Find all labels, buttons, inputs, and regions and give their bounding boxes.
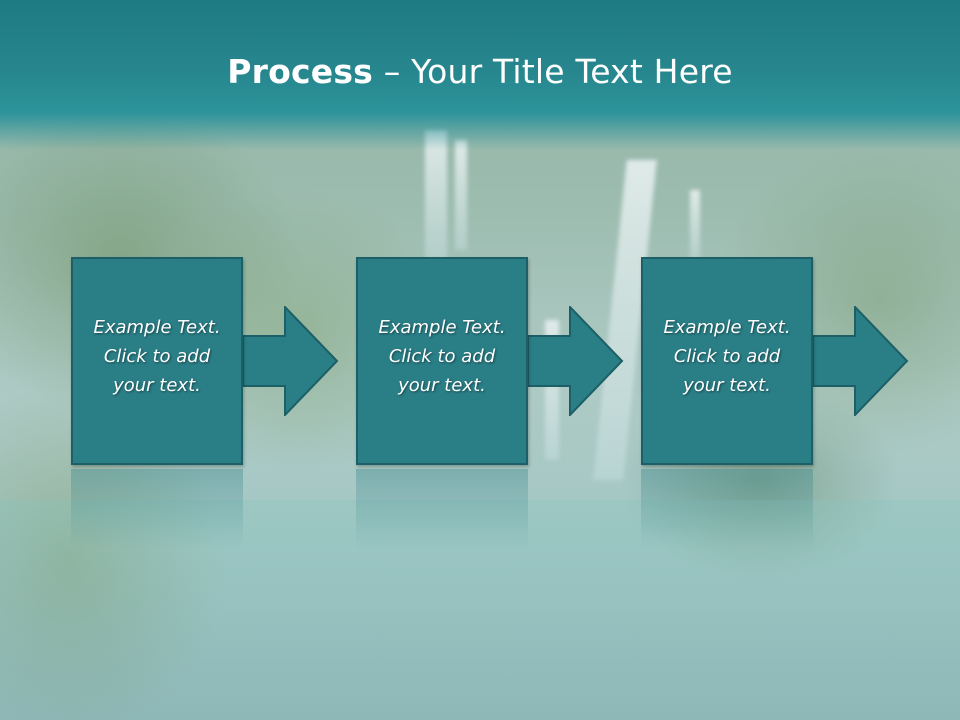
step-text-line: Example Text. <box>663 317 791 338</box>
title-rest-part: – Your Title Text Here <box>373 52 733 91</box>
arrow-right-icon <box>813 306 909 416</box>
title-bold-part: Process <box>227 52 374 91</box>
box-reflection <box>356 469 528 549</box>
step-text-line: Click to add <box>388 346 496 367</box>
step-text[interactable]: Example Text. Click to add your text. <box>73 313 241 400</box>
arrow-right-icon <box>528 306 624 416</box>
step-text-line: your text. <box>398 375 486 396</box>
step-text[interactable]: Example Text. Click to add your text. <box>358 313 526 400</box>
process-step-2[interactable]: Example Text. Click to add your text. <box>356 257 528 465</box>
step-text-line: your text. <box>683 375 771 396</box>
waterfall-stream <box>690 190 700 260</box>
box-reflection <box>71 469 243 549</box>
box-reflection <box>641 469 813 549</box>
step-text-line: Click to add <box>673 346 781 367</box>
arrow-right-icon <box>243 306 339 416</box>
step-text-line: Example Text. <box>378 317 506 338</box>
process-step-1[interactable]: Example Text. Click to add your text. <box>71 257 243 465</box>
step-text[interactable]: Example Text. Click to add your text. <box>643 313 811 400</box>
title-band: Process – Your Title Text Here <box>0 0 960 150</box>
waterfall-stream <box>425 130 447 260</box>
step-text-line: Click to add <box>103 346 211 367</box>
waterfall-stream <box>455 140 467 250</box>
water-area <box>0 500 960 720</box>
process-step-3[interactable]: Example Text. Click to add your text. <box>641 257 813 465</box>
slide-title[interactable]: Process – Your Title Text Here <box>0 52 960 91</box>
step-text-line: your text. <box>113 375 201 396</box>
step-text-line: Example Text. <box>93 317 221 338</box>
